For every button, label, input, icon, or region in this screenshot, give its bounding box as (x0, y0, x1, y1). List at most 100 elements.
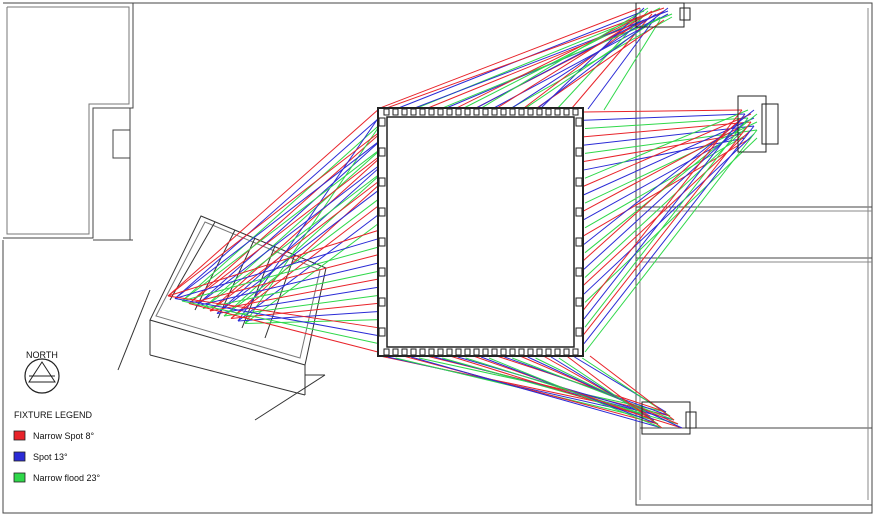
beam-line (174, 108, 390, 299)
beam-line (174, 238, 380, 299)
wall-mullion (575, 267, 583, 277)
beam-line (584, 133, 749, 229)
beam-line (571, 13, 653, 109)
wall-mullion (378, 237, 386, 247)
wall-mullion (410, 348, 417, 356)
beam-line (488, 357, 663, 429)
beam-line (403, 355, 659, 425)
beam-line (583, 137, 746, 171)
compass-label: NORTH (26, 350, 58, 360)
beam-line (216, 286, 380, 314)
wall-mullion (491, 348, 498, 356)
beam-line (244, 221, 381, 324)
wall-mullions (378, 108, 583, 356)
beam-line (583, 113, 746, 121)
beam-line (216, 189, 380, 314)
legend-swatch-narrow-spot (13, 430, 26, 441)
central-building (377, 107, 584, 357)
wall-mullion (446, 108, 453, 116)
beam-line (512, 357, 675, 421)
beam-line (202, 173, 381, 309)
beam-line (584, 109, 749, 179)
beam-line (589, 355, 675, 421)
beam-line (555, 10, 649, 111)
wall-mullion (392, 108, 399, 116)
beam-line (174, 140, 380, 299)
beam-line (181, 149, 381, 302)
beam-line (442, 357, 679, 425)
beam-line (188, 254, 379, 304)
beam-line (465, 357, 651, 417)
beam-line (209, 181, 379, 312)
wall-mullion (455, 348, 462, 356)
wall-mullion (437, 348, 444, 356)
legend-item-spot: Spot 13° (33, 452, 68, 462)
north-compass: NORTH (24, 350, 60, 394)
wall-mullion (378, 297, 386, 307)
fixture-cluster-top-right (635, 2, 691, 28)
wall-mullion (383, 348, 390, 356)
wall-mullion (575, 237, 583, 247)
wall-mullion (464, 348, 471, 356)
beam-line (379, 7, 641, 109)
wall-mullion (428, 348, 435, 356)
beam-line (584, 117, 749, 130)
beam-line (181, 300, 381, 345)
wall-mullion (575, 117, 583, 127)
wall-mullion (428, 108, 435, 116)
wall-mullion (536, 108, 543, 116)
wall-mullion (383, 108, 390, 116)
wall-mullion (575, 207, 583, 217)
beam-line (377, 10, 669, 123)
wall-mullion (482, 108, 489, 116)
wall-mullion (536, 348, 543, 356)
wall-mullion (473, 348, 480, 356)
wall-mullion (509, 348, 516, 356)
beam-line (181, 246, 381, 302)
wall-mullion (378, 207, 386, 217)
wall-mullion (575, 297, 583, 307)
wall-mullion (500, 108, 507, 116)
beam-line (167, 295, 379, 329)
wall-mullion (410, 108, 417, 116)
wall-mullion (401, 108, 408, 116)
beam-line (167, 229, 379, 297)
wall-mullion (378, 117, 386, 127)
beam-line (410, 356, 663, 429)
beam-line (181, 107, 399, 302)
fixture-cluster-right-middle (737, 95, 779, 153)
beam-line (202, 270, 381, 309)
beam-line (539, 7, 645, 110)
beam-line (584, 117, 749, 328)
legend-item-narrow-spot: Narrow Spot 8° (33, 431, 95, 441)
legend-item-narrow-flood: Narrow flood 23° (33, 473, 101, 483)
beam-line (566, 355, 663, 429)
upper-left-building (3, 2, 134, 239)
beam-line (582, 117, 743, 262)
beam-line (523, 19, 641, 109)
wall-mullion (446, 348, 453, 356)
beam-line (195, 165, 380, 307)
beam-line (195, 262, 380, 307)
wall-mullion (482, 348, 489, 356)
legend-swatch-narrow-flood (13, 472, 26, 483)
beam-line (603, 19, 661, 111)
north-arrow-icon (28, 361, 56, 383)
wall-mullion (575, 327, 583, 337)
beam-line (237, 310, 380, 322)
beam-line (582, 109, 743, 113)
beam-line (167, 132, 379, 297)
wall-mullion (473, 108, 480, 116)
wall-mullion (518, 108, 525, 116)
wall-mullion (419, 348, 426, 356)
beam-line (459, 7, 661, 111)
beam-line (244, 124, 381, 324)
beam-line (584, 125, 749, 278)
beam-line (583, 113, 746, 320)
wall-mullion (572, 108, 579, 116)
beam-line (188, 108, 409, 304)
legend-swatch-spot (13, 451, 26, 462)
beam-line (230, 205, 379, 319)
wall-mullion (545, 348, 552, 356)
beam-line (583, 121, 746, 270)
